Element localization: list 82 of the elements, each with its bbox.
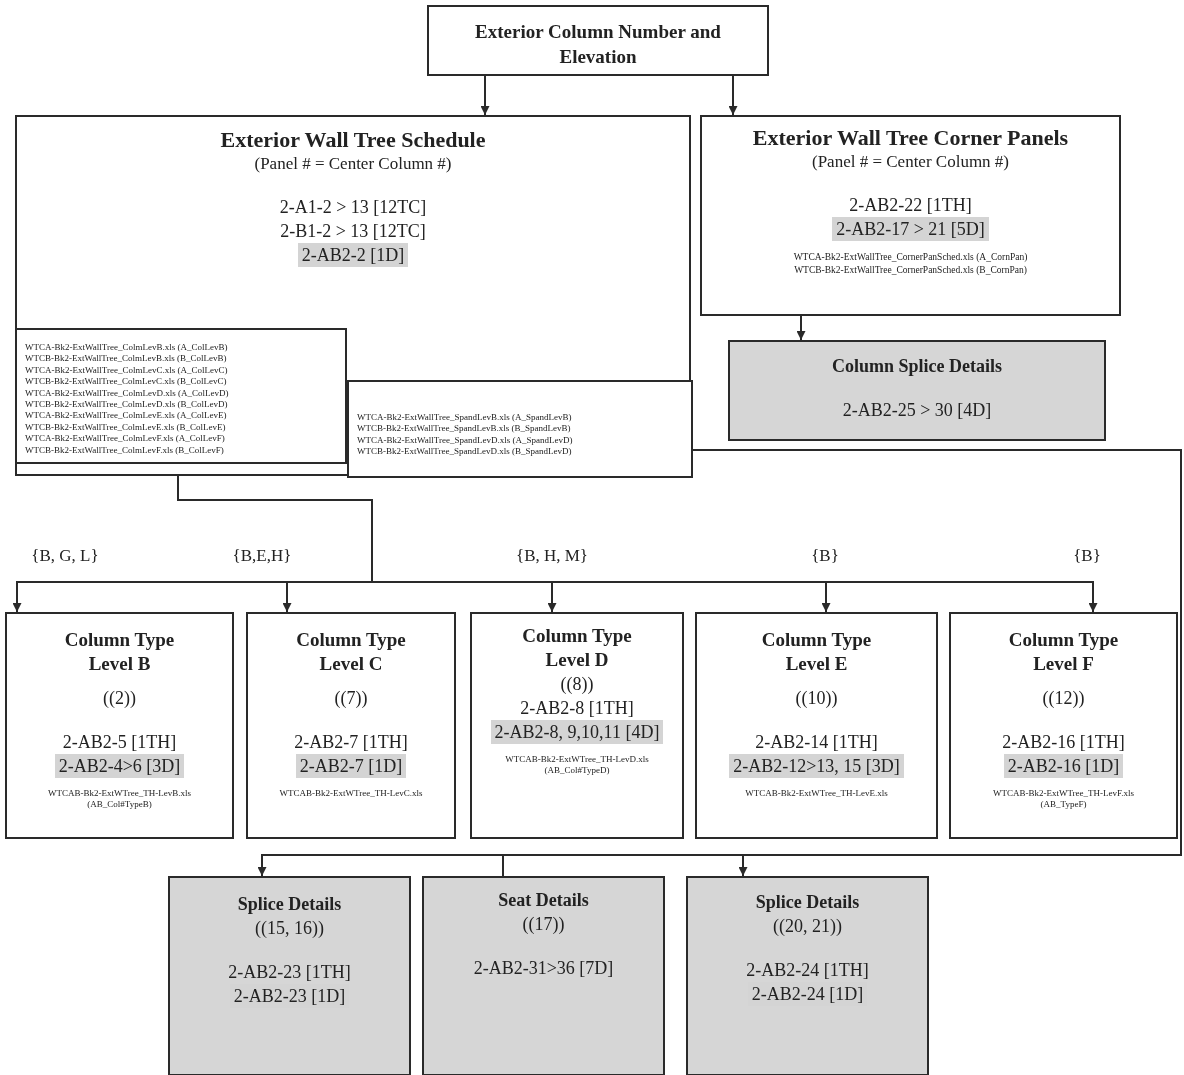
file-name: WTCAB-Bk2-ExtWTree_TH-LevD.xls (AB_Col#TypeD)	[504, 754, 650, 776]
file-list-box	[347, 380, 693, 478]
file-name: WTCAB-Bk2-ExtWTree_TH-LevF.xls (AB_TypeF)	[991, 788, 1136, 810]
file-name: WTCA-Bk2-ExtWallTree_ColmLevD.xls (A_ColLevD)	[25, 387, 229, 400]
file-name: WTCB-Bk2-ExtWallTree_ColmLevC.xls (B_ColLevC)	[25, 376, 227, 388]
box-title: Splice Details	[237, 893, 342, 916]
box-title: Exterior Wall Tree Schedule	[220, 127, 486, 153]
edge-label: {B}	[809, 546, 841, 566]
node-text: ((8))	[560, 673, 594, 696]
box-title: Column Type Level D	[521, 624, 633, 672]
node-text: 2-AB2-24 [1TH]	[746, 959, 869, 982]
file-name: WTCA-Bk2-ExtWallTree_ColmLevE.xls (A_ColLevE)	[25, 410, 227, 422]
file-name: WTCA-Bk2-ExtWallTree_ColmLevF.xls (A_ColLevF)	[25, 433, 225, 445]
detail-box	[422, 876, 665, 1075]
detail-box	[168, 876, 411, 1075]
box-title: Column Type Level F	[1007, 628, 1120, 676]
file-name: WTCA-Bk2-ExtWallTree_ColmLevB.xls (A_ColLevB)	[25, 342, 228, 354]
detail-box	[728, 340, 1106, 441]
node-text: 2-AB2-16 [1D]	[1003, 754, 1124, 778]
node-text: ((17))	[522, 913, 565, 936]
node-text: (Panel # = Center Column #)	[812, 151, 1009, 173]
node-text: 2-AB2-4>6 [3D]	[54, 754, 185, 778]
column-type-box	[5, 612, 234, 839]
arrow	[480, 75, 490, 116]
schedule-box	[15, 115, 691, 476]
node-text: 2-AB2-7 [1D]	[295, 754, 407, 778]
edge-label: {B, G, L}	[29, 546, 101, 566]
file-name: WTCB-Bk2-ExtWallTree_SpandLevD.xls (B_SpandLevD)	[357, 446, 572, 458]
schedule-box	[700, 115, 1121, 316]
process-box	[427, 5, 769, 76]
node-text: 2-AB2-16 [1TH]	[1002, 731, 1125, 754]
file-name: WTCB-Bk2-ExtWallTree_CornerPanSched.xls (B_CornPan)	[794, 264, 1027, 277]
node-text: 2-AB2-23 [1TH]	[228, 961, 351, 984]
box-title: Exterior Column Number and Elevation	[474, 20, 722, 69]
node-text: 2-B1-2 > 13 [12TC]	[280, 220, 426, 243]
node-text: 2-A1-2 > 13 [12TC]	[279, 196, 427, 219]
node-text: 2-AB2-7 [1TH]	[294, 731, 408, 754]
arrow	[728, 75, 738, 116]
box-title: Column Splice Details	[832, 355, 1002, 378]
node-text: 2-AB2-12>13, 15 [3D]	[729, 754, 904, 778]
node-text: ((2))	[103, 687, 136, 710]
node-text: 2-AB2-8 [1TH]	[520, 697, 634, 720]
file-name: WTCB-Bk2-ExtWallTree_ColmLevF.xls (B_ColLevF)	[25, 444, 224, 457]
box-title: Splice Details	[755, 891, 860, 914]
file-list-box	[15, 328, 347, 464]
node-text: 2-AB2-25 > 30 [4D]	[842, 399, 992, 422]
file-name: WTCB-Bk2-ExtWallTree_ColmLevD.xls (B_ColLevD)	[25, 399, 228, 411]
box-title: Seat Details	[498, 889, 589, 912]
file-name: WTCB-Bk2-ExtWallTree_ColmLevB.xls (B_ColLevB)	[25, 353, 227, 365]
node-text: 2-AB2-2 [1D]	[297, 243, 409, 267]
column-type-box	[949, 612, 1178, 839]
box-title: Column Type Level E	[760, 628, 873, 676]
node-text: (Panel # = Center Column #)	[254, 153, 452, 175]
box-title: Column Type Level C	[295, 628, 407, 676]
file-name: WTCB-Bk2-ExtWallTree_SpandLevB.xls (B_SpandLevB)	[357, 423, 571, 435]
node-text: ((7))	[334, 687, 368, 710]
edge-label: {B}	[1071, 546, 1103, 566]
node-text: ((12))	[1042, 687, 1085, 710]
box-title: Exterior Wall Tree Corner Panels	[752, 125, 1069, 151]
file-name: WTCB-Bk2-ExtWallTree_ColmLevE.xls (B_ColLevE)	[25, 421, 226, 434]
file-name: WTCA-Bk2-ExtWallTree_ColmLevC.xls (A_ColLevC)	[25, 364, 228, 377]
file-name: WTCA-Bk2-ExtWallTree_CornerPanSched.xls (A_CornPan)	[793, 251, 1028, 264]
node-text: 2-AB2-22 [1TH]	[849, 194, 972, 217]
column-type-box	[470, 612, 684, 839]
box-title: Column Type Level B	[63, 628, 176, 676]
file-name: WTCAB-Bk2-ExtWTree_TH-LevE.xls	[745, 788, 888, 799]
file-name: WTCAB-Bk2-ExtWTree_TH-LevC.xls	[279, 788, 423, 799]
detail-box	[686, 876, 929, 1075]
arrow	[796, 315, 806, 341]
file-name: WTCAB-Bk2-ExtWTree_TH-LevB.xls (AB_Col#TypeB)	[47, 788, 192, 810]
node-text: 2-AB2-31>36 [7D]	[473, 957, 614, 980]
node-text: 2-AB2-14 [1TH]	[755, 731, 878, 754]
column-type-box	[246, 612, 456, 839]
node-text: ((10))	[795, 687, 838, 710]
node-text: 2-AB2-8, 9,10,11 [4D]	[490, 720, 664, 744]
file-name: WTCA-Bk2-ExtWallTree_SpandLevB.xls (A_SpandLevB)	[357, 412, 572, 424]
file-name: WTCA-Bk2-ExtWallTree_SpandLevD.xls (A_SpandLevD)	[357, 434, 573, 447]
node-text: 2-AB2-5 [1TH]	[62, 731, 177, 754]
node-text: 2-AB2-17 > 21 [5D]	[832, 217, 989, 241]
node-text: ((15, 16))	[255, 917, 324, 940]
node-text: ((20, 21))	[773, 915, 842, 938]
column-type-box	[695, 612, 938, 839]
